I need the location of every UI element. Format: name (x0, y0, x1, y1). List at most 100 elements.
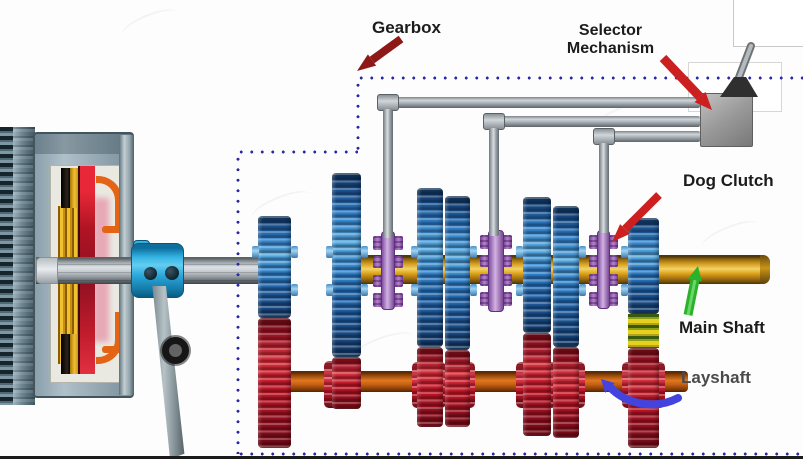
selector-rail-3 (613, 131, 700, 142)
gearbox-boundary-step-vertical (356, 80, 360, 152)
dog-clutch-tooth (394, 236, 403, 250)
gear-tooth-tab (361, 246, 368, 258)
dog-clutch-arrow-shaft (622, 192, 662, 232)
dog-clutch-tooth (589, 274, 598, 286)
diaphragm-finger-bottom (96, 312, 122, 364)
gear-tooth-tab (411, 246, 418, 258)
dog-clutch-tooth (609, 274, 618, 286)
gear-tooth-tab (326, 246, 333, 258)
gear-lever-boot (720, 77, 758, 97)
selector-fork-rod-2 (489, 128, 499, 236)
layshaft-label: Layshaft (681, 368, 751, 387)
dog-clutch-tooth (589, 235, 598, 249)
input-gear (258, 216, 291, 318)
dog-clutch-tooth (503, 292, 512, 306)
clutch-friction-plate-bottom (61, 334, 70, 374)
dog-clutch-tooth (373, 236, 382, 250)
layshaft-gear-2 (332, 357, 361, 409)
layshaft (287, 371, 688, 392)
diaphragm-pin-bottom (102, 346, 134, 353)
selector-fork-rod-3 (599, 143, 609, 233)
frame-bottom-edge (0, 456, 803, 459)
layshaft-gear-4 (445, 350, 470, 427)
gear-tooth-tab (579, 246, 586, 258)
layshaft-arrow-head (601, 379, 615, 393)
layshaft-arrow-shaft (606, 383, 682, 409)
main-shaft-gear-2 (417, 188, 443, 347)
flywheel-ring-gear-body (13, 127, 35, 405)
gear-tooth-tab (326, 284, 333, 296)
dog-clutch-1 (373, 231, 403, 310)
layshaft-gear-5 (523, 333, 551, 436)
main-shaft-gear-1 (332, 173, 361, 357)
selector-arrow-head (694, 91, 712, 110)
clutch-hub-top (70, 168, 79, 208)
main-shaft-arrow-head (688, 266, 702, 282)
gear-tooth-tab (470, 246, 477, 258)
main-shaft-arrow-highlight (686, 279, 697, 316)
gear-tooth-tab (470, 284, 477, 296)
gear-tooth-tab (621, 284, 628, 296)
main-shaft-gear-6 (628, 218, 659, 314)
dog-clutch-tooth (480, 255, 489, 267)
dog-clutch-tooth (394, 256, 403, 268)
dog-clutch-tooth (480, 235, 489, 249)
dog-clutch-tooth (609, 292, 618, 306)
diaphragm-pin-top (102, 226, 134, 233)
watermark-cover-patch (733, 0, 803, 47)
bearing-hole (144, 267, 157, 280)
gear-tooth-tab (411, 284, 418, 296)
selector-arrow-shaft (659, 54, 704, 101)
clutch-housing-shade (35, 134, 132, 154)
selector-rail-1 (397, 97, 700, 108)
dog-clutch-label: Dog Clutch (683, 171, 774, 190)
dog-clutch-tooth (503, 235, 512, 249)
dog-clutch-tooth (373, 275, 382, 287)
gear-lever-stick-highlight (736, 44, 753, 82)
gearbox-label: Gearbox (372, 18, 441, 37)
selector-mechanism-label: Selector Mechanism (548, 22, 673, 58)
main-shaft-gear-3 (445, 196, 470, 350)
diaphragm-finger-top (96, 176, 122, 228)
gear-tooth-tab (361, 284, 368, 296)
layshaft-gear-3 (417, 347, 443, 427)
dog-clutch-tooth (394, 293, 403, 307)
dog-clutch-tooth (480, 274, 489, 286)
dog-clutch-tooth (503, 255, 512, 267)
selector-mechanism-label-line1: Selector (578, 22, 643, 39)
dog-clutch-arrow-head (612, 224, 630, 242)
dog-clutch-tooth (589, 255, 598, 267)
gear-tooth-tab (291, 246, 298, 258)
bearing-hole (165, 266, 179, 280)
layshaft-gear-1 (258, 318, 291, 448)
dog-clutch-tooth (480, 292, 489, 306)
gear-tooth-tab (291, 284, 298, 296)
main-shaft-end-cap (760, 255, 770, 284)
dog-clutch-tooth (373, 293, 382, 307)
gearbox-boundary-left (236, 154, 240, 454)
clutch-friction-plate-top (61, 168, 70, 208)
layshaft-gear-6 (553, 347, 579, 438)
gear-tooth-tab (621, 246, 628, 258)
gear-tooth-tab (516, 246, 523, 258)
dog-clutch-tooth (589, 292, 598, 306)
synchro-band (628, 314, 659, 348)
dog-clutch-tooth (394, 275, 403, 287)
clutch-fork-pivot (162, 337, 189, 364)
dog-clutch-tooth (373, 256, 382, 268)
gearbox-boundary-bottom (236, 452, 803, 456)
selector-rail-2 (503, 116, 700, 127)
main-shaft-label: Main Shaft (679, 318, 765, 337)
gearbox-arrow-head (357, 54, 377, 71)
main-shaft-gear-5 (553, 206, 579, 347)
dog-clutch-tooth (609, 255, 618, 267)
clutch-hub-bottom (70, 334, 79, 374)
dog-clutch-tooth (503, 274, 512, 286)
dog-clutch-tooth (609, 235, 618, 249)
input-shaft-end (36, 257, 58, 284)
clutch-spring-stack-top (58, 206, 80, 258)
gearbox-boundary-step-horizontal (236, 150, 358, 154)
gear-tooth-tab (579, 284, 586, 296)
